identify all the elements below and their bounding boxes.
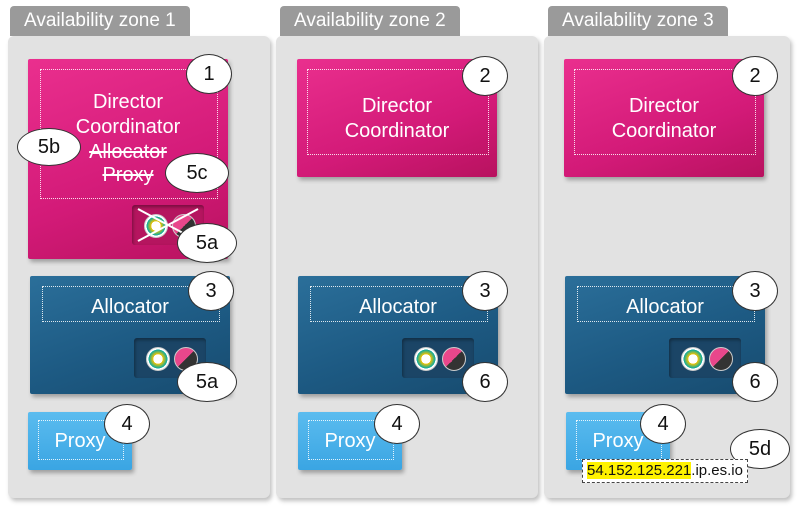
allocator-label: Allocator [626, 296, 704, 318]
proxy-label: Proxy [54, 430, 106, 452]
callout-4-zone-2: 4 [374, 404, 420, 444]
zone-1-title: Availability zone 1 [10, 6, 190, 36]
callout-5a-director: 5a [177, 223, 237, 263]
coordinator-label: Coordinator [75, 116, 181, 138]
allocator-box-zone-3: Allocator [565, 276, 765, 394]
callout-5d: 5d [730, 429, 790, 469]
callout-3-zone-2: 3 [462, 271, 508, 311]
director-box-zone-3: Director Coordinator [564, 59, 764, 177]
allocator-label: Allocator [91, 296, 169, 318]
director-label: Director [628, 95, 699, 117]
zone-2-title: Availability zone 2 [280, 6, 460, 36]
callout-5c: 5c [165, 153, 229, 193]
proxy-struck-label: Proxy [102, 164, 154, 186]
callout-6-zone-3: 6 [732, 362, 778, 402]
callout-5b: 5b [17, 128, 81, 166]
elasticsearch-icon [414, 347, 438, 371]
callout-2-zone-3: 2 [732, 56, 778, 96]
elasticsearch-icon [146, 347, 170, 371]
coordinator-label: Coordinator [611, 120, 717, 142]
endpoint-suffix: .ip.es.io [691, 462, 743, 479]
proxy-label: Proxy [592, 430, 644, 452]
instance-tray [669, 338, 741, 378]
callout-2-zone-2: 2 [462, 56, 508, 96]
callout-1: 1 [186, 54, 232, 94]
director-label: Director [361, 95, 432, 117]
coordinator-label: Coordinator [344, 120, 450, 142]
callout-3-zone-3: 3 [732, 271, 778, 311]
director-inner-area [574, 69, 756, 155]
proxy-label: Proxy [324, 430, 376, 452]
instance-tray [402, 338, 474, 378]
kibana-icon [442, 347, 466, 371]
proxy-endpoint-hostname: 54.152.125.221.ip.es.io [582, 459, 748, 483]
callout-3-zone-1: 3 [188, 271, 234, 311]
allocator-label: Allocator [359, 296, 437, 318]
zone-3-title: Availability zone 3 [548, 6, 728, 36]
endpoint-ip: 54.152.125.221 [587, 462, 692, 479]
callout-5a-allocator: 5a [177, 362, 237, 402]
callout-4-zone-1: 4 [104, 404, 150, 444]
allocator-struck-label: Allocator [89, 141, 167, 163]
callout-4-zone-3: 4 [640, 404, 686, 444]
director-inner-area [307, 69, 489, 155]
kibana-icon [709, 347, 733, 371]
elasticsearch-icon [681, 347, 705, 371]
callout-6-zone-2: 6 [462, 362, 508, 402]
director-label: Director [92, 91, 163, 113]
